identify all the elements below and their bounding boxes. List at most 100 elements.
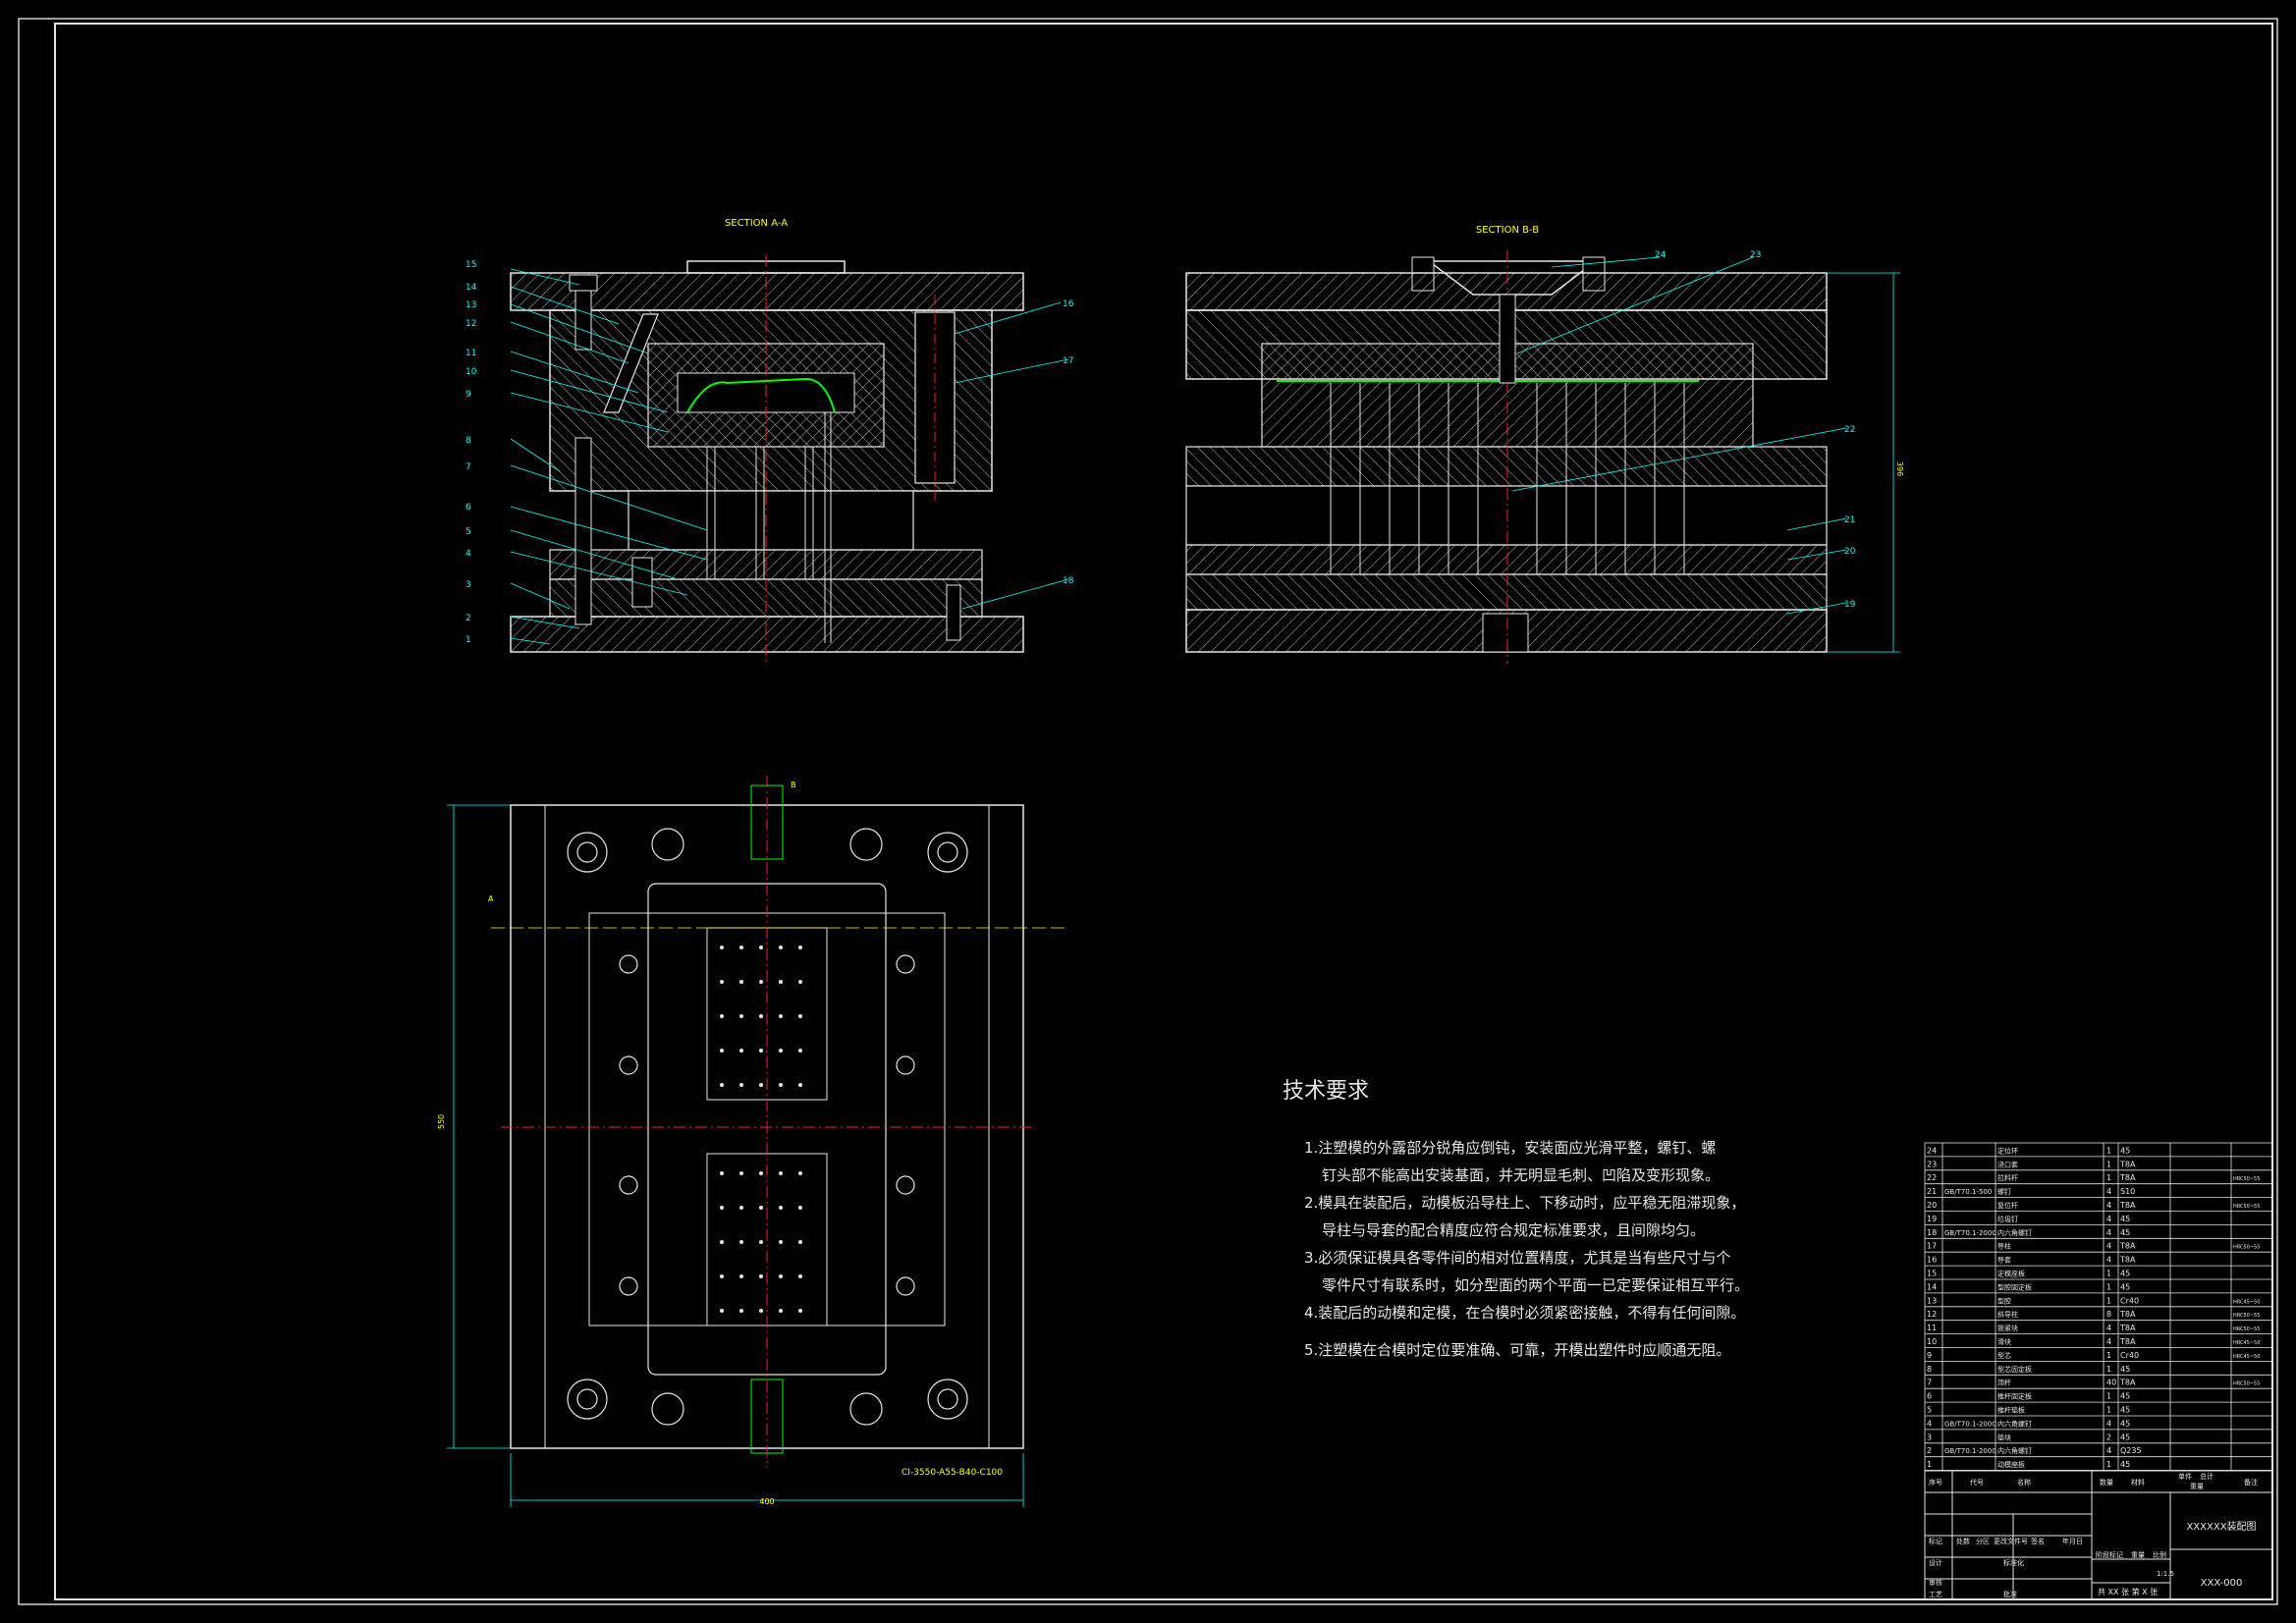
balloon-a: 18 (1063, 576, 1074, 586)
balloon-b: 19 (1844, 600, 1856, 610)
bom-cell-note: HRC45~50 (2233, 1299, 2260, 1305)
balloon-a: 16 (1063, 299, 1074, 309)
bom-cell-name: 定位环 (1997, 1146, 2018, 1155)
bom-cell-note: HRC50~55 (2233, 1381, 2260, 1387)
bom-cell-name: 型腔 (1997, 1296, 2011, 1305)
section-b-view: SECTION B-B (1185, 225, 1904, 664)
tb-r-zone: 分区 (1976, 1537, 1990, 1545)
bom-cell-name: 导柱 (1997, 1242, 2011, 1251)
bom-table (1924, 1142, 2273, 1472)
bom-cell-name: 斜导柱 (1997, 1310, 2018, 1319)
balloon-b: 23 (1750, 250, 1761, 260)
tech-line: 导柱与导套的配合精度应符合规定标准要求，且间隙均匀。 (1322, 1221, 1705, 1239)
bom-cell-name: 滑块 (1997, 1337, 2011, 1346)
balloon-a: 11 (465, 349, 476, 358)
tb-drawing-name: XXXXXX装配图 (2186, 1520, 2256, 1533)
balloon-b: 20 (1844, 547, 1856, 557)
balloon-a: 9 (465, 390, 471, 400)
bom-cell-qty: 4 (2106, 1215, 2111, 1223)
bom-cell-no: 13 (1927, 1296, 1937, 1305)
bom-cell-no: 8 (1927, 1365, 1932, 1374)
balloon-a: 6 (465, 503, 471, 513)
cut-label-b: B (791, 781, 796, 789)
bom-cell-mat: 45 (2120, 1365, 2130, 1374)
balloon-b: 21 (1844, 515, 1855, 525)
bom-cell-name: 型芯固定板 (1997, 1365, 2032, 1374)
bom-cell-std: GB/T70.1-500 (1944, 1188, 1992, 1196)
section-a-view: SECTION A-A (510, 218, 1069, 664)
bom-cell-no: 9 (1927, 1351, 1932, 1360)
tech-line: 2.模具在装配后，动模板沿导柱上、下移动时，应平稳无阻滞现象， (1304, 1194, 1745, 1212)
bom-cell-no: 6 (1927, 1392, 1932, 1401)
bom-cell-qty: 1 (2106, 1296, 2111, 1305)
dim-plan-height: 550 (437, 1114, 446, 1129)
bom-cell-no: 19 (1927, 1215, 1937, 1223)
tb-h-total-wt: 总计 (2200, 1472, 2214, 1481)
balloon-a: 12 (465, 319, 476, 329)
bom-cell-name: 定模座板 (1997, 1270, 2025, 1278)
section-a-title: SECTION A-A (725, 218, 788, 229)
tb-h-no: 序号 (1929, 1478, 1942, 1487)
bom-cell-qty: 1 (2106, 1392, 2111, 1401)
bom-cell-no: 16 (1927, 1256, 1937, 1265)
bom-cell-name: 型芯 (1997, 1351, 2011, 1360)
bom-cell-no: 14 (1927, 1282, 1937, 1291)
bom-cell-qty: 1 (2106, 1460, 2111, 1469)
tb-r-scale: 比例 (2153, 1550, 2166, 1559)
bom-cell-qty: 4 (2106, 1256, 2111, 1265)
bom-cell-qty: 1 (2106, 1146, 2111, 1155)
bom-cell-std: GB/T70.1-2000 (1944, 1229, 1996, 1237)
tb-r-count: 处数 (1956, 1537, 1970, 1545)
bom-cell-note: HRC45~50 (2233, 1354, 2260, 1360)
bom-cell-mat: Cr40 (2120, 1351, 2139, 1360)
bom-cell-mat: T8A (2119, 1310, 2136, 1319)
bom-cell-mat: 45 (2120, 1215, 2130, 1223)
bom-cell-no: 11 (1927, 1324, 1937, 1332)
tb-h-note: 备注 (2244, 1478, 2258, 1487)
balloons-section-b: 24 23 22 21 20 19 (1655, 250, 1856, 610)
bom-cell-no: 5 (1927, 1406, 1932, 1415)
bom-cell-mat: 45 (2120, 1228, 2130, 1237)
bom-cell-name: 复位杆 (1997, 1201, 2018, 1210)
bom-cell-mat: 45 (2120, 1406, 2130, 1415)
bom-cell-qty: 4 (2106, 1242, 2111, 1251)
bom-cell-note: HRC50~55 (2233, 1176, 2260, 1182)
bom-cell-note: HRC45~50 (2233, 1340, 2260, 1346)
tb-r-review: 审核 (1929, 1578, 1942, 1587)
bom-cell-name: 内六角螺钉 (1997, 1446, 2032, 1455)
bom-cell-note: HRC50~55 (2233, 1204, 2260, 1210)
balloon-b: 22 (1844, 425, 1855, 435)
bom-cell-no: 10 (1927, 1337, 1937, 1346)
bom-cell-name: 拉料杆 (1997, 1173, 2018, 1182)
tb-r-stage: 阶段标记 (2096, 1550, 2123, 1559)
tb-h-unit-wt: 单件 (2178, 1472, 2192, 1481)
balloon-a: 15 (465, 260, 476, 270)
balloon-a: 7 (465, 462, 471, 472)
bom-cell-name: 锁紧块 (1997, 1324, 2018, 1332)
bom-cell-no: 3 (1927, 1433, 1932, 1441)
bom-cell-mat: 45 (2120, 1419, 2130, 1428)
balloon-a: 14 (465, 283, 477, 293)
tb-r-sign: 签名 (2031, 1537, 2045, 1545)
bom-cell-qty: 4 (2106, 1337, 2111, 1346)
bom-cell-qty: 1 (2106, 1282, 2111, 1291)
bom-cell-qty: 1 (2106, 1270, 2111, 1278)
tech-line: 零件尺寸有联系时，如分型面的两个平面一已定要保证相互平行。 (1322, 1276, 1749, 1294)
bom-cell-qty: 1 (2106, 1160, 2111, 1168)
balloons-section-a: 15 14 13 12 11 10 9 8 7 6 5 4 3 2 1 16 1… (465, 260, 1074, 645)
bom-cell-qty: 4 (2106, 1419, 2111, 1428)
bom-cell-mat: T8A (2119, 1160, 2136, 1168)
tech-line: 1.注塑模的外露部分锐角应倒钝，安装面应光滑平整，螺钉、螺 (1304, 1139, 1716, 1157)
technical-requirements: 技术要求 1.注塑模的外露部分锐角应倒钝，安装面应光滑平整，螺钉、螺 钉头部不能… (1283, 1079, 1749, 1359)
tb-r-approve: 批准 (2003, 1590, 2017, 1598)
title-block-text: 序号 代号 名称 数量 材料 单件 总计 重量 备注 标记 处数 分区 更改文件… (1929, 1472, 2258, 1598)
tb-scale-val: 1:1.5 (2157, 1570, 2174, 1578)
tb-h-qty: 数量 (2100, 1478, 2113, 1487)
bom-cell-no: 2 (1927, 1446, 1932, 1455)
bom-cell-mat: 45 (2120, 1270, 2130, 1278)
bom-cell-qty: 2 (2106, 1433, 2111, 1441)
bom-cell-name: 内六角螺钉 (1997, 1228, 2032, 1237)
tb-r-design: 设计 (1929, 1558, 1942, 1567)
